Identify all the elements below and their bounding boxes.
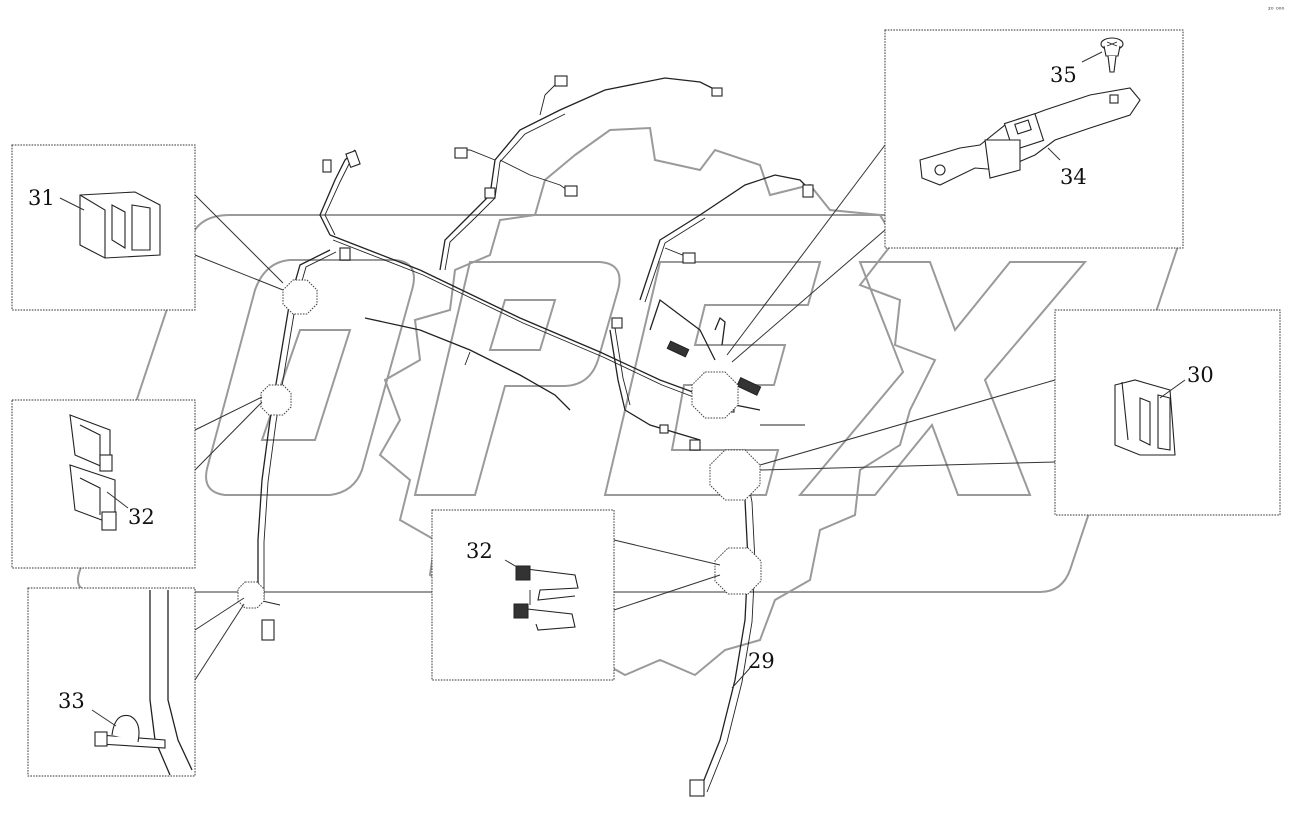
bracket-34-part	[919, 87, 1141, 186]
callout-35: 35	[1050, 63, 1077, 87]
callout-33: 33	[58, 689, 85, 713]
detail-box-31: 31	[11, 144, 284, 311]
clip-33-part	[94, 590, 193, 776]
callout-30: 30	[1187, 363, 1214, 387]
callout-32-left: 32	[128, 505, 155, 529]
callout-32-center: 32	[466, 539, 493, 563]
detail-box-30: 30	[759, 309, 1281, 516]
detail-box-34-35: 35 34	[726, 29, 1184, 363]
clip-32-center-part	[513, 565, 579, 631]
detail-box-32-center: 32	[431, 509, 721, 681]
corner-mark: ²⁰ ⁰⁰⁰	[1268, 6, 1284, 14]
main-harness	[257, 77, 811, 793]
callout-29: 29	[748, 649, 775, 673]
callout-29-group: 29	[731, 649, 775, 689]
clip-32-left-part	[69, 414, 117, 531]
callout-34: 34	[1060, 165, 1087, 189]
detail-box-33: 33	[27, 587, 245, 777]
screw-35-part	[1100, 37, 1124, 73]
clip-30-part	[1114, 379, 1176, 456]
detail-box-32-left: 32	[11, 396, 263, 569]
callout-31: 31	[28, 186, 55, 210]
harness-connectors	[261, 75, 814, 797]
clip-31-part	[79, 191, 161, 259]
detail-markers	[237, 279, 762, 609]
